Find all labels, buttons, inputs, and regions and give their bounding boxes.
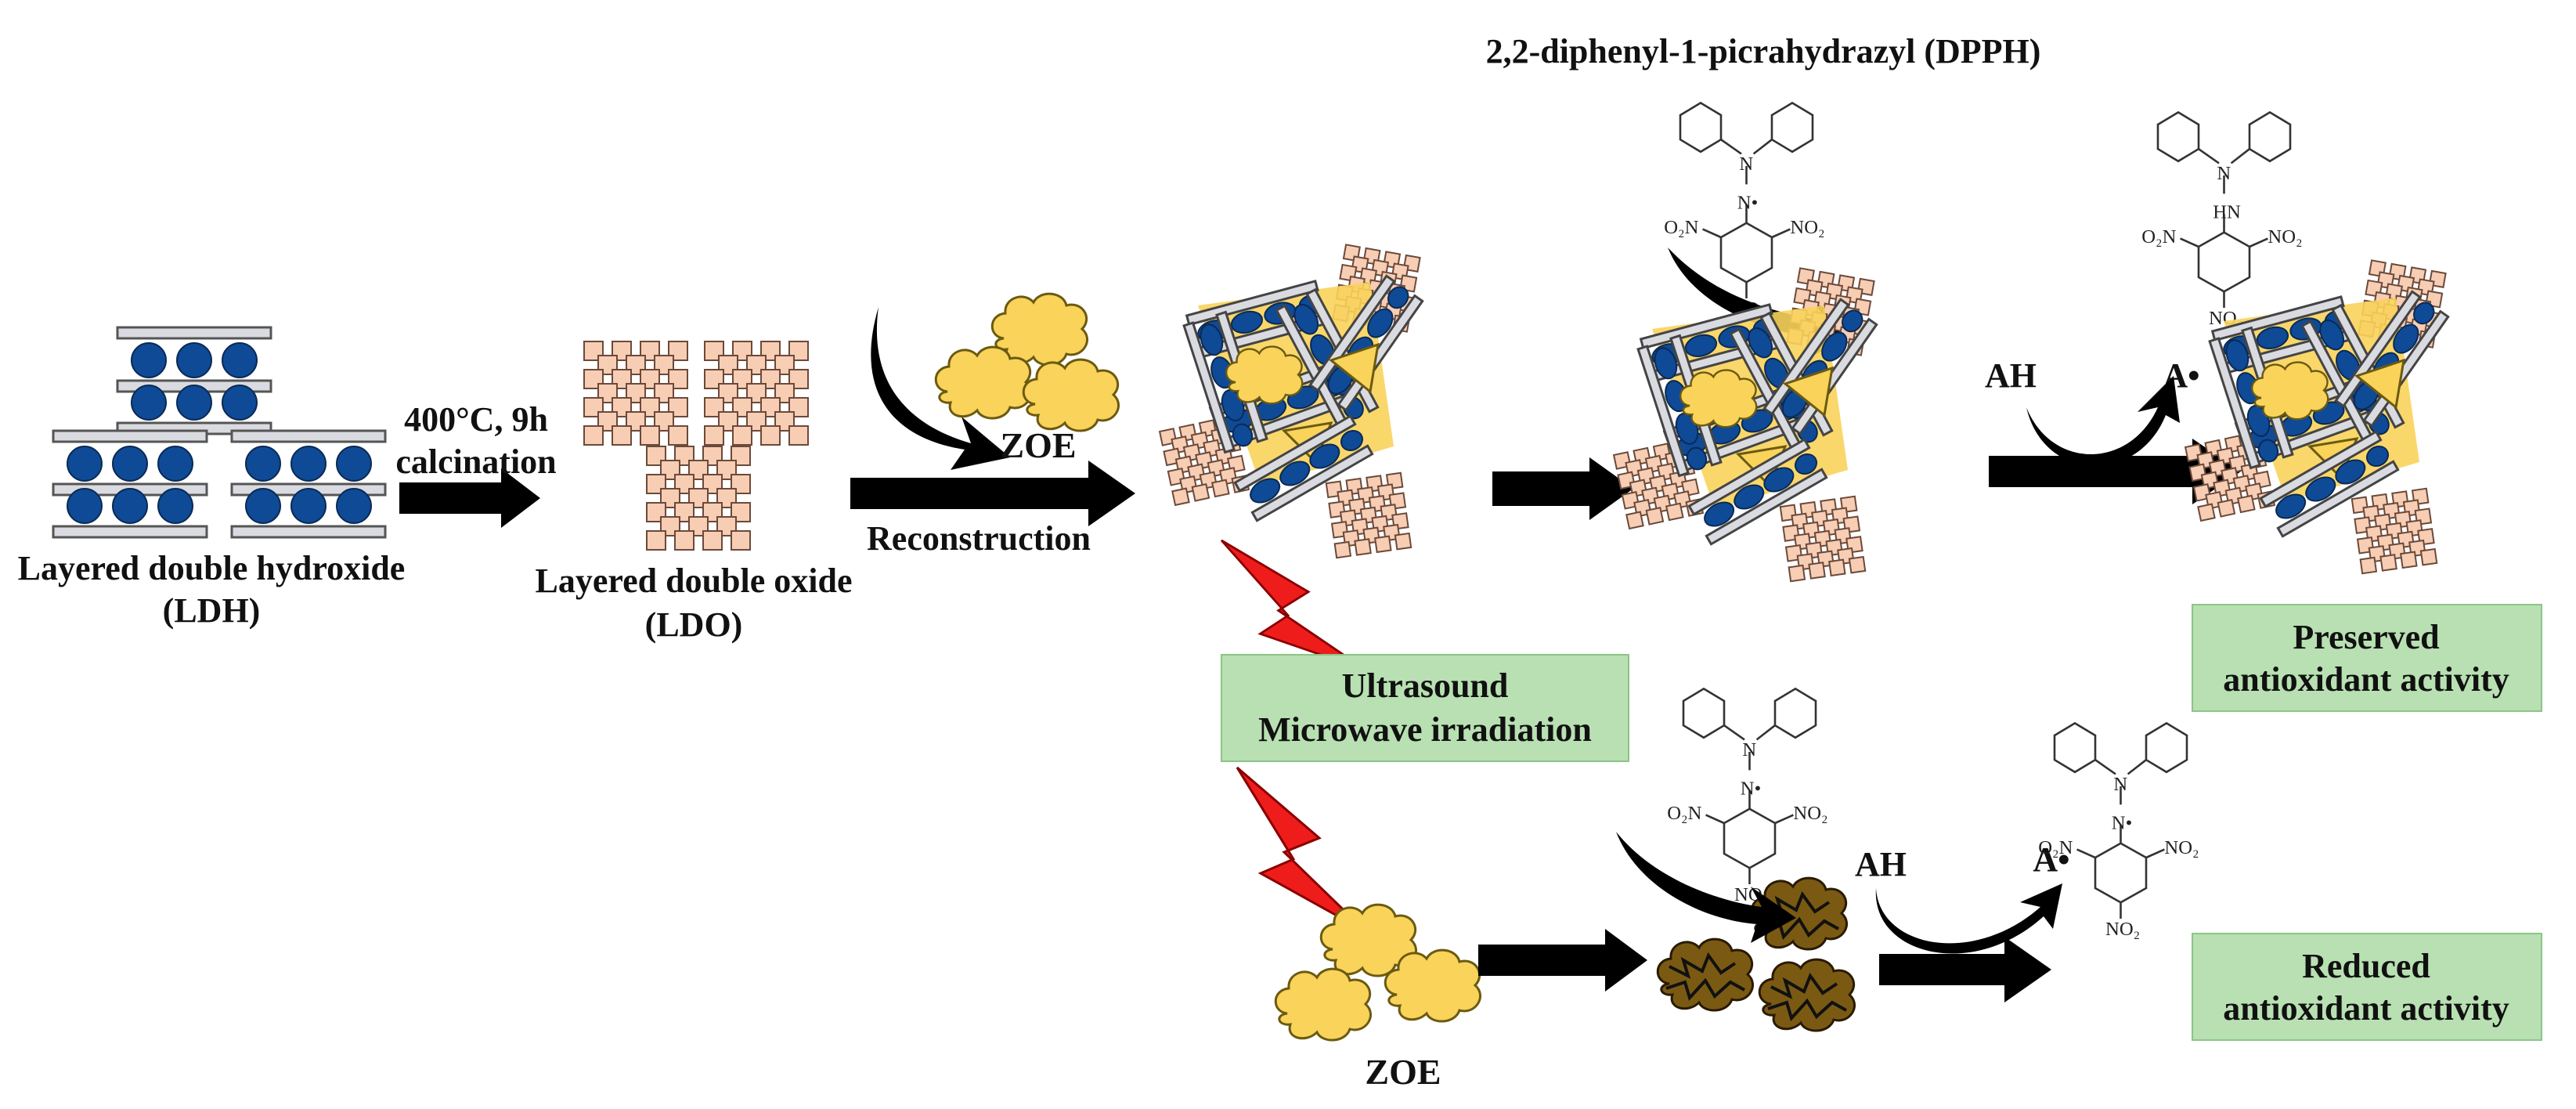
calcination-label-line1: 400°C, 9h	[404, 400, 548, 439]
ah-bottom-label: AH	[1855, 845, 1907, 883]
reduced-box	[2192, 933, 2542, 1041]
a-dot-bottom-label: A•	[2033, 840, 2069, 879]
reduced-label-line2: antioxidant activity	[2223, 989, 2509, 1028]
reconstruction-label: Reconstruction	[867, 519, 1091, 558]
ah-curved-arrow-top	[2026, 376, 2180, 466]
ultrasound-label-line2: Microwave irradiation	[1258, 710, 1592, 749]
svg-text:O₂N: O₂N	[1664, 217, 1698, 238]
composite-ldh-zoe-2	[1614, 268, 1877, 581]
svg-text:NO₂: NO₂	[2268, 226, 2302, 247]
preserved-label-line2: antioxidant activity	[2223, 660, 2509, 699]
ldh-illustration	[52, 326, 387, 539]
dpph-molecule-top: N N• O₂N NO₂ NO₂	[1664, 102, 1825, 320]
process-arrow-bottom-right	[1879, 937, 2051, 1002]
dpph-molecule-bottom: N N• O₂N NO₂ NO₂	[1667, 688, 1828, 905]
svg-text:N•: N•	[1737, 193, 1758, 214]
svg-text:N: N	[1742, 739, 1756, 760]
svg-text:O₂N: O₂N	[1667, 803, 1701, 824]
process-arrow-top-right	[1989, 439, 2241, 504]
svg-text:N: N	[2113, 774, 2127, 795]
ah-curved-arrow-bottom	[1875, 883, 2062, 954]
calcination-arrow	[399, 468, 540, 528]
composite-ldh-zoe-1	[1160, 244, 1423, 558]
dpph-molecule-bottom-right: N N• O₂N NO₂ NO₂	[2038, 722, 2199, 940]
process-arrow-top	[1492, 457, 1633, 520]
svg-text:HN: HN	[2213, 202, 2241, 223]
reconstruction-arrow	[850, 461, 1135, 526]
ldo-illustration	[583, 341, 809, 551]
svg-text:O₂N: O₂N	[2038, 837, 2073, 858]
ultrasound-box	[1221, 654, 1629, 762]
zoe-top-label: ZOE	[1000, 425, 1076, 465]
dpph-curved-arrow-bottom	[1616, 832, 1796, 943]
svg-text:N•: N•	[1741, 778, 1761, 800]
calcination-label-line2: calcination	[395, 443, 556, 481]
svg-text:NO₂: NO₂	[1790, 217, 1824, 238]
ultrasound-label-line1: Ultrasound	[1342, 666, 1509, 705]
ah-top-label: AH	[1985, 356, 2037, 395]
zoe-cluster-bottom	[1274, 903, 1482, 1042]
process-arrow-bottom	[1478, 929, 1647, 992]
dpph-h-molecule: N HN O₂N NO₂ NO₂	[2141, 111, 2303, 329]
zoe-cluster-top	[934, 292, 1120, 432]
svg-text:NO₂: NO₂	[2105, 919, 2140, 940]
svg-text:NO₂: NO₂	[1793, 803, 1827, 824]
reduced-label-line1: Reduced	[2302, 947, 2430, 985]
preserved-label-line1: Preserved	[2293, 618, 2439, 656]
svg-text:N: N	[1739, 154, 1753, 175]
dpph-title: 2,2-diphenyl-1-picrahydrazyl (DPPH)	[1486, 32, 2041, 70]
zoe-curved-arrow-top	[871, 307, 1010, 470]
ldh-label-line2: (LDH)	[163, 591, 261, 630]
preserved-box	[2192, 604, 2542, 712]
ldh-label-line1: Layered double hydroxide	[18, 549, 406, 587]
svg-text:N: N	[2217, 163, 2231, 184]
svg-text:N•: N•	[2112, 813, 2132, 834]
svg-text:NO₂: NO₂	[2164, 837, 2199, 858]
svg-text:O₂N: O₂N	[2141, 226, 2176, 247]
ldo-label-line1: Layered double oxide	[535, 562, 852, 600]
ldo-label-line2: (LDO)	[645, 605, 743, 644]
zoe-bottom-label: ZOE	[1365, 1052, 1441, 1092]
